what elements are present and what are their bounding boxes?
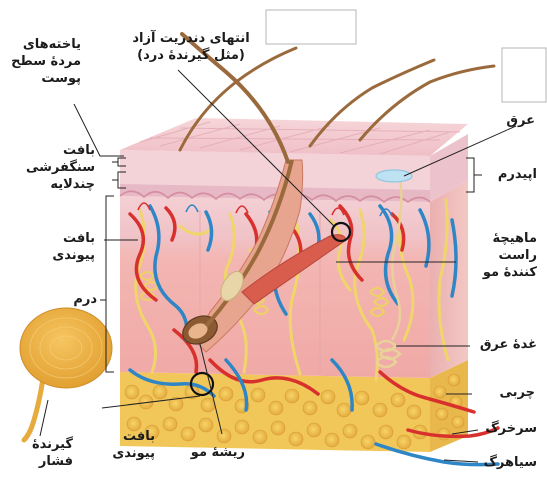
label-stratified-tissue: بافت سنگفرشی چندلایه [26, 142, 95, 193]
label-hair-root: ریشهٔ مو [191, 444, 245, 461]
label-epidermis: اپیدرم [498, 166, 537, 183]
label-dermis: درم [73, 291, 97, 308]
dermis-side [430, 180, 468, 378]
label-vein: سیاهرگ [484, 454, 537, 471]
blank-box-top [266, 10, 356, 44]
label-artery: سرخرگ [485, 420, 537, 437]
sweat-pore [376, 170, 412, 182]
blank-box-right [502, 48, 546, 102]
label-erector-muscle: ماهیچهٔ راست کنندهٔ مو [483, 230, 537, 281]
label-sweat-gland: غدهٔ عرق [480, 336, 537, 353]
label-sweat-pore: عرق [506, 112, 535, 129]
label-fat: چربی [500, 384, 536, 401]
label-dead-cells: یاخته‌های مردهٔ سطح پوست [11, 36, 81, 87]
label-free-nerve-endings: انتهای دندریت آزاد (مثل گیرندهٔ درد) [116, 30, 266, 64]
pressure-receptor [20, 308, 112, 440]
label-connective-tissue-bottom: بافت پیوندی [112, 428, 155, 462]
label-pressure-receptor: گیرندهٔ فشار [32, 436, 73, 470]
skin-surface [120, 118, 468, 156]
label-connective-tissue: بافت پیوندی [52, 230, 95, 264]
